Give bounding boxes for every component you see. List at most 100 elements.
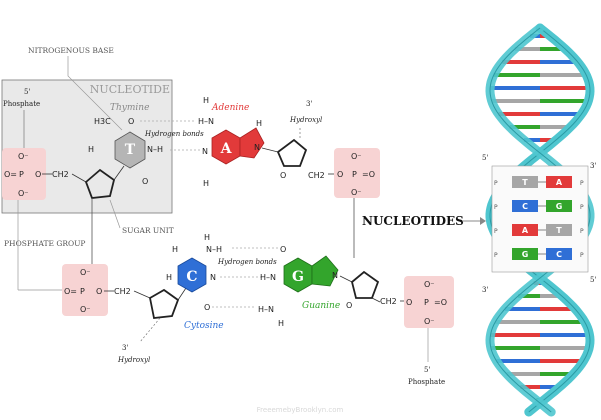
strand-p-label: P bbox=[494, 252, 498, 259]
atom-o: =O bbox=[434, 298, 447, 307]
atom-o: O= bbox=[64, 287, 77, 296]
atom-o: O bbox=[128, 117, 134, 126]
helix-base-letter: T bbox=[522, 178, 528, 187]
atom-p: P bbox=[80, 287, 85, 296]
atom-h: H bbox=[256, 119, 262, 128]
helix-5prime-left: 5' bbox=[482, 154, 488, 162]
atom-h: H bbox=[203, 179, 209, 188]
atom-hn: H–N bbox=[198, 117, 214, 126]
helix-3prime-left: 3' bbox=[482, 286, 488, 294]
guanine-letter: G bbox=[292, 269, 304, 285]
adenine-ring-five bbox=[239, 127, 265, 159]
atom-o: O⁻ bbox=[351, 152, 362, 161]
hydroxyl-3prime-top: 3' bbox=[306, 100, 312, 108]
atom-p: P bbox=[19, 170, 24, 179]
watermark: FreeemebyBrooklyn.com bbox=[257, 406, 344, 414]
helix-base-letter: G bbox=[522, 250, 529, 259]
hydrogen-bonds-top-label: Hydrogen bonds bbox=[144, 130, 204, 138]
atom-o: O⁻ bbox=[351, 188, 362, 197]
atom-ch2: CH2 bbox=[380, 297, 397, 306]
atom-p: P bbox=[424, 298, 429, 307]
atom-o: O bbox=[204, 303, 210, 312]
hydroxyl-label-top: Hydroxyl bbox=[289, 116, 322, 124]
atom-o: O bbox=[142, 177, 148, 186]
cytosine-letter: C bbox=[186, 269, 197, 285]
helix-backbone-edge bbox=[489, 27, 591, 413]
adenine-letter: A bbox=[220, 141, 233, 157]
atom-h: H bbox=[88, 145, 94, 154]
adenine-name: Adenine bbox=[211, 103, 249, 113]
atom-n: N bbox=[202, 147, 208, 156]
atom-ch2: CH2 bbox=[52, 170, 69, 179]
phosphate-group-label: PHOSPHATE GROUP bbox=[4, 239, 85, 248]
strand-p-label: P bbox=[494, 180, 498, 187]
strand-p-label: P bbox=[580, 180, 584, 187]
strand-p-label: P bbox=[580, 228, 584, 235]
helix-base-block bbox=[512, 224, 538, 236]
helix-base-block bbox=[512, 176, 538, 188]
phosphate-label-top: Phosphate bbox=[3, 100, 40, 108]
thymine-name: Thymine bbox=[110, 103, 149, 113]
sugar-ring-bottom bbox=[148, 288, 180, 319]
nucleotides-label: NUCLEOTIDES bbox=[362, 214, 464, 228]
strand-p-label: P bbox=[580, 204, 584, 211]
helix-base-block bbox=[546, 248, 572, 260]
phosphate-box-bottom-right bbox=[404, 276, 454, 328]
dna-helix bbox=[485, 23, 595, 417]
atom-o: =O bbox=[362, 170, 375, 179]
helix-base-block bbox=[512, 200, 538, 212]
helix-base-block bbox=[546, 176, 572, 188]
hydroxyl-3prime-bottom: 3' bbox=[122, 344, 128, 352]
atom-nh: N–H bbox=[147, 145, 163, 154]
atom-o: O⁻ bbox=[424, 317, 435, 326]
helix-base-letter: A bbox=[556, 178, 563, 187]
sugar-ring-top-right bbox=[276, 138, 308, 167]
atom-h3c: H3C bbox=[94, 117, 111, 126]
cytosine-name: Cytosine bbox=[184, 321, 224, 331]
phosphate-box-bottom bbox=[62, 264, 108, 316]
atom-nh: N–H bbox=[206, 245, 222, 254]
atom-o: O bbox=[337, 170, 343, 179]
helix-base-letter: A bbox=[522, 226, 529, 235]
atom-n: N bbox=[210, 273, 216, 282]
nitrogenous-base-pointer bbox=[67, 56, 123, 131]
helix-base-letter: T bbox=[556, 226, 562, 235]
atom-o: O⁻ bbox=[18, 152, 29, 161]
atom-o: O bbox=[280, 171, 286, 180]
atom-p: P bbox=[352, 170, 357, 179]
helix-base-block bbox=[546, 224, 572, 236]
atom-o: O bbox=[280, 245, 286, 254]
phosphate-5prime-bottom: 5' bbox=[424, 366, 430, 374]
helix-backbone-edge bbox=[489, 27, 591, 413]
helix-base-letter: C bbox=[556, 250, 562, 259]
sugar-ring-bottom-right bbox=[350, 270, 380, 299]
atom-o: O bbox=[96, 287, 102, 296]
atom-o: O bbox=[406, 298, 412, 307]
sugar-ring-top bbox=[84, 168, 116, 199]
helix-5prime-right: 5' bbox=[590, 276, 596, 284]
atom-h: H bbox=[203, 96, 209, 105]
atom-o: O bbox=[346, 301, 352, 310]
phosphate-5prime-top: 5' bbox=[24, 88, 30, 96]
cytosine-ring bbox=[177, 257, 207, 293]
hydrogen-bonds-bottom-label: Hydrogen bonds bbox=[217, 258, 277, 266]
atom-o: O= bbox=[4, 170, 17, 179]
atom-h: H bbox=[172, 245, 178, 254]
atom-h: H bbox=[204, 233, 210, 242]
helix-base-letter: C bbox=[522, 202, 528, 211]
atom-ch2: CH2 bbox=[114, 287, 131, 296]
nucleotides-arrow bbox=[462, 217, 486, 225]
sugar-unit-label: SUGAR UNIT bbox=[122, 226, 174, 235]
phosphate-box-top bbox=[2, 148, 46, 200]
guanine-ring-five bbox=[311, 255, 339, 287]
helix-base-block bbox=[512, 248, 538, 260]
thymine-letter: T bbox=[125, 142, 136, 158]
thymine-ring bbox=[114, 131, 146, 169]
atom-hn: H–N bbox=[258, 305, 274, 314]
strand-p-label: P bbox=[580, 252, 584, 259]
strand-p-label: P bbox=[494, 204, 498, 211]
atom-h: H bbox=[166, 273, 172, 282]
